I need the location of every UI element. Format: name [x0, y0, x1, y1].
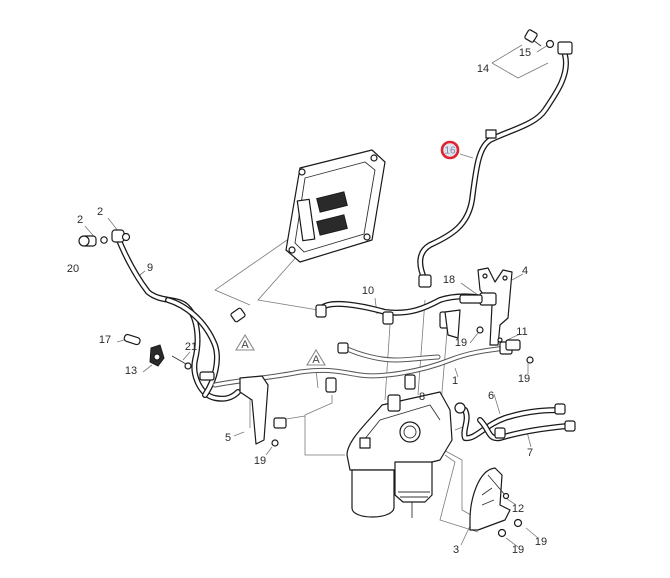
reference-marker-a2: A	[306, 348, 326, 366]
leader-ecu-2	[257, 254, 319, 311]
callout-3[interactable]: 3	[453, 544, 459, 556]
bolt-19a[interactable]	[476, 326, 484, 334]
reference-a1-label: A	[241, 339, 249, 351]
leader-bracket-2	[439, 454, 479, 533]
washer-2a[interactable]	[100, 236, 108, 244]
bolt-12[interactable]	[487, 474, 510, 500]
leader-a2	[315, 369, 319, 389]
leader-14b	[491, 62, 549, 79]
callout-9[interactable]: 9	[147, 262, 153, 274]
leader-ecu-1	[214, 237, 291, 306]
leader-14a	[491, 44, 523, 64]
pipe-7[interactable]	[477, 417, 576, 442]
pipe-16[interactable]	[417, 41, 573, 288]
callout-7[interactable]: 7	[527, 447, 533, 459]
leader-19a	[469, 332, 479, 344]
fitting-a2	[325, 377, 337, 393]
callout-8[interactable]: 8	[419, 391, 425, 403]
callout-2[interactable]: 2	[97, 206, 103, 218]
callout-11[interactable]: 11	[516, 326, 527, 338]
callout-19[interactable]: 19	[518, 373, 530, 385]
leader-4	[511, 273, 524, 281]
reference-marker-a1: A	[235, 333, 255, 351]
leader-11	[506, 333, 521, 341]
pipe-1[interactable]	[212, 341, 513, 388]
pipe-6[interactable]	[454, 402, 566, 442]
callout-2[interactable]: 2	[77, 214, 83, 226]
highlight-ring	[440, 140, 460, 160]
leader-8-vert	[417, 299, 426, 396]
fitting-18[interactable]	[459, 292, 497, 306]
fitting-ecu	[230, 307, 246, 323]
callout-16-highlighted[interactable]: 16	[440, 140, 460, 160]
clip-19a-bracket	[444, 309, 461, 339]
callout-5[interactable]: 5	[225, 432, 231, 444]
leader-21	[182, 351, 191, 361]
leader-filter-1	[304, 395, 345, 456]
leader-19e	[505, 537, 519, 548]
callout-12[interactable]: 12	[512, 503, 524, 515]
callout-19[interactable]: 19	[535, 536, 547, 548]
leader-7	[526, 431, 532, 448]
pipe-9[interactable]	[111, 229, 241, 402]
leader-2b	[107, 217, 119, 232]
leader-lines	[84, 44, 549, 548]
bracket-3[interactable]	[469, 467, 511, 531]
washer-2b[interactable]	[121, 232, 131, 242]
bolt-19d[interactable]	[513, 518, 523, 528]
callout-19[interactable]: 19	[455, 337, 467, 349]
sleeve-17[interactable]	[123, 333, 141, 346]
reference-a2-label: A	[312, 354, 320, 366]
callout-19[interactable]: 19	[512, 544, 524, 556]
clamp-13[interactable]	[149, 344, 165, 367]
banjo-bolt-14[interactable]	[524, 29, 542, 47]
leader-19c	[265, 446, 273, 456]
leader-19d	[525, 527, 539, 539]
callout-21[interactable]: 21	[185, 341, 197, 353]
callout-10[interactable]: 10	[362, 285, 374, 297]
callout-1[interactable]: 1	[452, 375, 458, 387]
bolt-19b[interactable]	[526, 356, 534, 364]
ecu-module[interactable]	[285, 149, 386, 263]
pipe-16-fitting	[557, 41, 573, 55]
plug-20[interactable]	[78, 235, 97, 247]
leader-17	[116, 339, 125, 343]
callout-label: 16	[444, 146, 456, 157]
callout-4[interactable]: 4	[522, 265, 528, 277]
callout-19[interactable]: 19	[254, 455, 266, 467]
leader-13	[142, 364, 153, 373]
callout-15[interactable]: 15	[519, 47, 531, 59]
callout-13[interactable]: 13	[125, 365, 137, 377]
bracket-4[interactable]	[477, 267, 513, 346]
bolt-19e[interactable]	[497, 528, 507, 538]
leader-15	[536, 44, 549, 53]
water-separator[interactable]	[394, 461, 433, 503]
leader-5	[233, 431, 245, 437]
bolt-19c[interactable]	[271, 439, 279, 447]
fitting-11[interactable]	[505, 339, 521, 351]
leader-16	[459, 153, 474, 159]
callout-6[interactable]: 6	[488, 390, 494, 402]
leader-6	[493, 393, 501, 415]
fitting-8[interactable]	[404, 374, 416, 390]
callout-17[interactable]: 17	[99, 334, 111, 346]
callout-18[interactable]: 18	[443, 274, 455, 286]
fuel-filter-assembly[interactable]	[346, 374, 453, 518]
bolt-21[interactable]	[171, 355, 192, 370]
leader-1	[454, 367, 459, 378]
bracket-5[interactable]	[239, 375, 287, 445]
pipe-16-clip	[485, 129, 497, 139]
callout-20[interactable]: 20	[67, 263, 79, 275]
filter-canister[interactable]	[351, 469, 395, 518]
callout-14[interactable]: 14	[477, 63, 489, 75]
washer-15[interactable]	[545, 39, 555, 49]
leader-10-vert	[384, 324, 391, 401]
pipe-16-end-fitting	[418, 274, 432, 288]
